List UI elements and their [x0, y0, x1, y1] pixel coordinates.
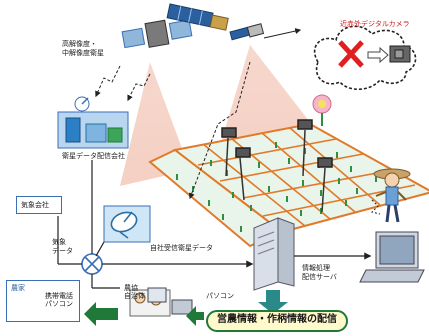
output-arrows [84, 290, 288, 326]
dish-icon [103, 205, 151, 243]
satellite-link-arrow [263, 28, 302, 39]
weather-data-line1: 気象 [52, 238, 66, 246]
farmer-line3: パソコン [45, 300, 73, 308]
farmer-box: 農家 携帯電話 パソコン [6, 280, 80, 322]
weather-company-label: 気象会社 [21, 201, 49, 209]
building-icon [57, 96, 129, 149]
signal-mark [371, 199, 381, 215]
connector-lines [57, 160, 372, 289]
satellite-caption-line2: 中解像度衛星 [62, 49, 104, 57]
agri-box-line2: 自治体 [124, 292, 145, 300]
output-pill: 営農情報・作柄情報の配信 [206, 310, 348, 332]
farmer-line1: 農家 [11, 284, 25, 292]
server-label-line1: 情報処理 [302, 264, 330, 272]
farmer-line2: 携帯電話 [45, 292, 73, 300]
cloud-caption: 近赤外デジタルカメラ [340, 20, 410, 28]
server-label-line2: 配信サーバ [302, 273, 337, 281]
downlink-arrows [95, 61, 251, 200]
weather-company-box: 気象会社 [16, 196, 62, 214]
person-icon [373, 168, 411, 223]
distributor-label: 衛星データ配信会社 [62, 152, 125, 160]
agri-box: 農協 自治体 [120, 282, 176, 304]
agri-box-line1: 農協 [124, 284, 138, 292]
weather-data-line2: データ [52, 247, 73, 255]
flower-icon [312, 94, 332, 126]
tower-camera-icon [221, 119, 333, 213]
satellite-icon [229, 23, 265, 41]
mixer-icon [81, 253, 103, 275]
nir-camera-cloud [313, 25, 417, 91]
server-icon [253, 217, 295, 291]
satellite-icon [121, 19, 193, 49]
agri-office-icon [129, 287, 193, 317]
satellite-icon [166, 3, 229, 31]
cross-icon [338, 40, 364, 68]
satellite-caption-line1: 高解像度・ [62, 40, 97, 48]
laptop-icon [359, 231, 425, 283]
own-reception-label: 自社受信衛星データ [150, 244, 213, 252]
pc-label: パソコン [206, 292, 234, 300]
